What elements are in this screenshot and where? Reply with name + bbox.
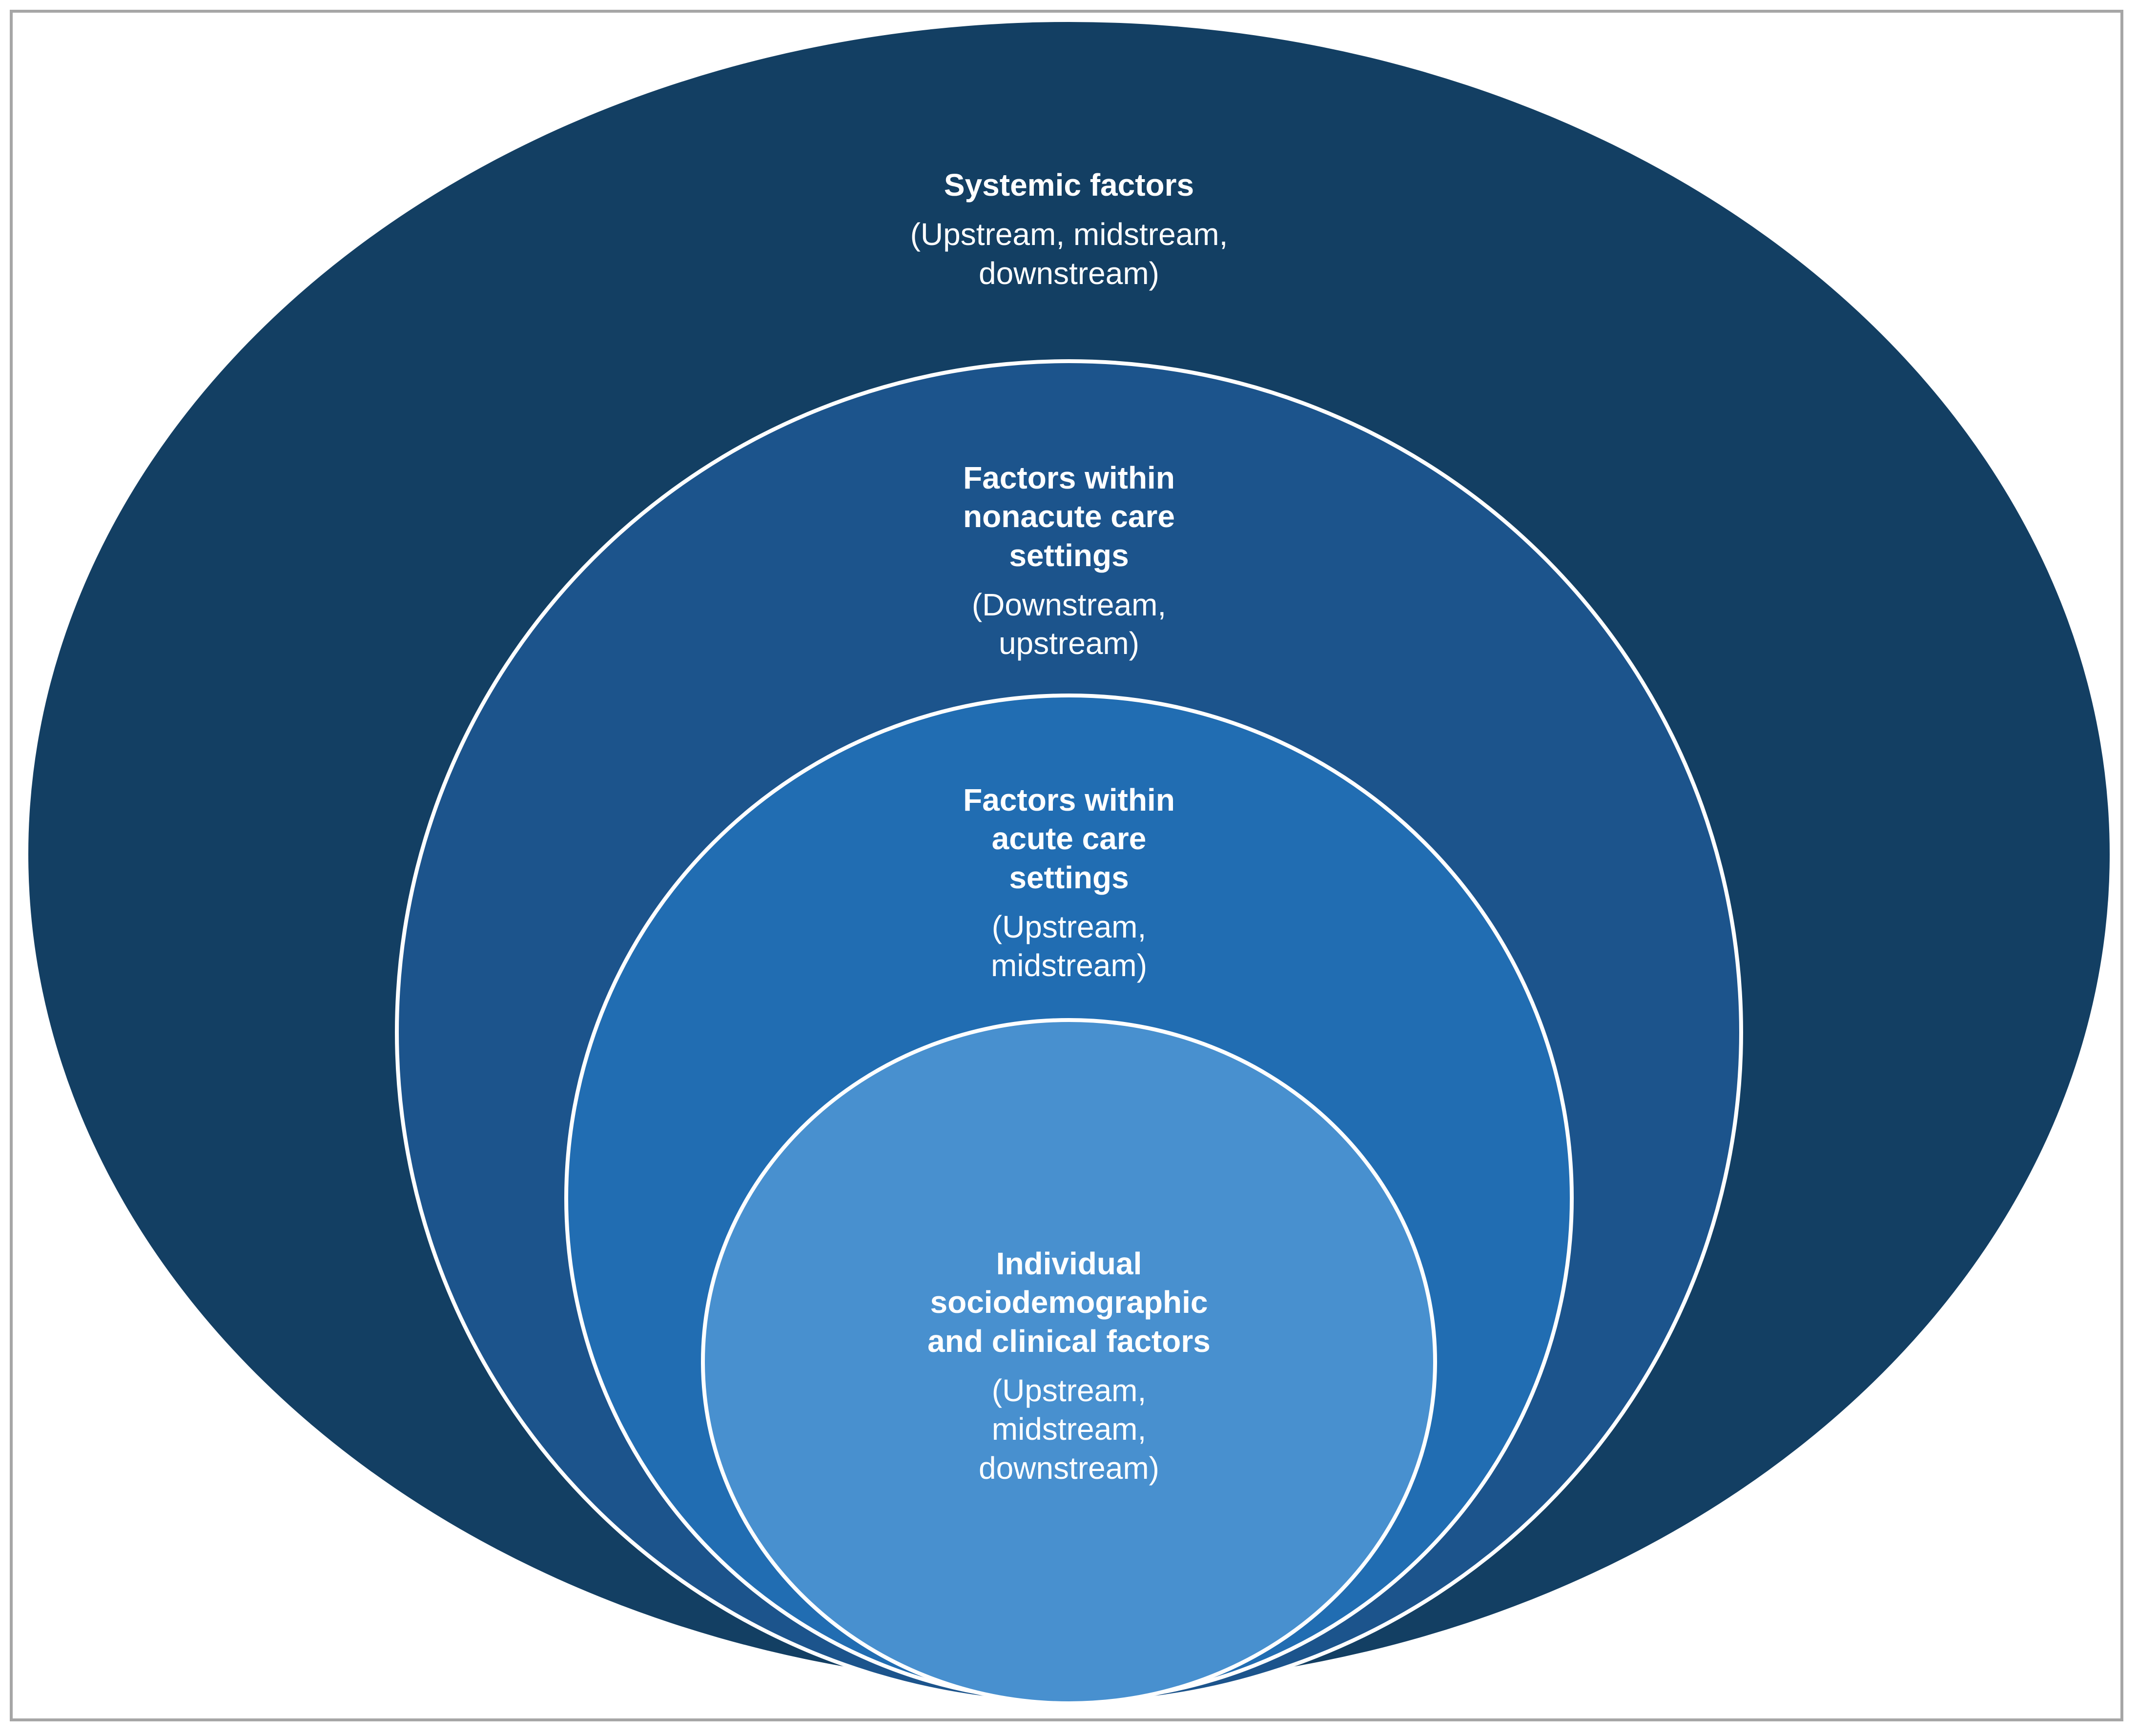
- individual-factors-ellipse: [701, 1018, 1437, 1705]
- systemic-factors-label: Systemic factors (Upstream, midstream, d…: [910, 166, 1228, 293]
- systemic-factors-title: Systemic factors: [944, 167, 1194, 203]
- nonacute-care-title: Factors within nonacute care settings: [963, 460, 1175, 573]
- acute-care-subtitle: (Upstream, midstream): [990, 909, 1148, 983]
- acute-care-label: Factors within acute care settings (Upst…: [963, 781, 1175, 985]
- nonacute-care-subtitle: (Downstream, upstream): [971, 587, 1167, 661]
- individual-factors-subtitle: (Upstream, midstream, downstream): [979, 1373, 1159, 1486]
- individual-factors-title: Individual sociodemographic and clinical…: [927, 1246, 1211, 1359]
- systemic-factors-subtitle: (Upstream, midstream, downstream): [910, 217, 1228, 291]
- acute-care-title: Factors within acute care settings: [963, 782, 1175, 895]
- nonacute-care-label: Factors within nonacute care settings (D…: [963, 459, 1175, 663]
- individual-factors-label: Individual sociodemographic and clinical…: [927, 1245, 1211, 1488]
